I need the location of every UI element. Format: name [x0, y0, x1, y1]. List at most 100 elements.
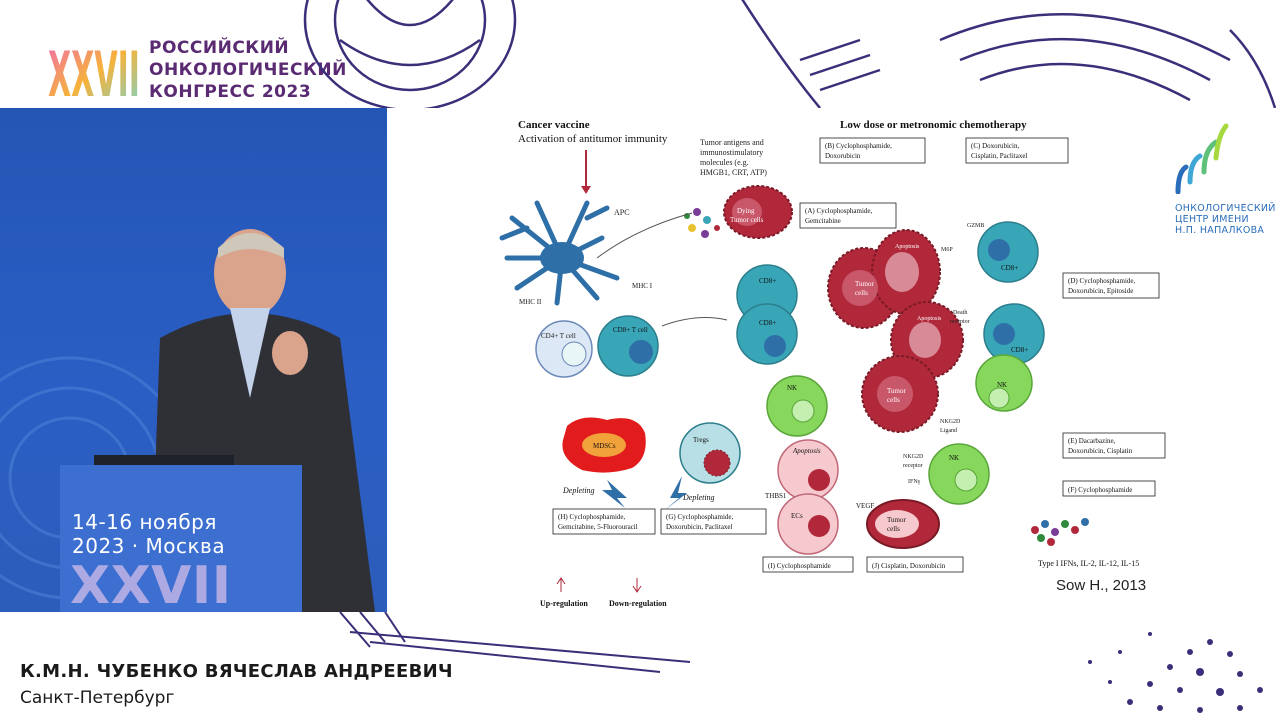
svg-text:APC: APC — [614, 208, 630, 217]
svg-text:Death: Death — [953, 310, 967, 316]
box-j — [866, 556, 964, 573]
cytokine-dots — [1031, 518, 1089, 546]
svg-text:cells: cells — [855, 289, 868, 297]
svg-text:Doxorubicin: Doxorubicin — [825, 152, 861, 160]
box-d — [1062, 272, 1160, 299]
speaker-video: 14-16 ноября 2023 · Москва XXVII — [0, 108, 387, 612]
apc-body — [540, 242, 584, 274]
svg-text:HMGB1, CRT, ATP): HMGB1, CRT, ATP) — [700, 168, 767, 177]
svg-text:Doxorubicin, Paclitaxel: Doxorubicin, Paclitaxel — [666, 523, 733, 531]
antigen-dots — [684, 208, 720, 238]
svg-text:NKG2D: NKG2D — [903, 454, 924, 460]
svg-text:NK: NK — [787, 384, 797, 392]
svg-text:CD8+: CD8+ — [759, 277, 776, 285]
chemotherapy-diagram: Cancer vaccine Activation of antitumor i… — [499, 119, 1166, 608]
stage-background — [0, 229, 375, 612]
svg-text:Tumor: Tumor — [887, 516, 906, 524]
svg-text:Tumor cells: Tumor cells — [730, 216, 764, 224]
svg-text:(A) Cyclophosphamide,: (A) Cyclophosphamide, — [805, 207, 873, 215]
left-title: Cancer vaccine — [518, 119, 590, 131]
stage-dates: 14-16 ноября — [72, 510, 217, 534]
svg-text:CD4+ T cell: CD4+ T cell — [541, 332, 576, 340]
svg-text:(I) Cyclophosphamide: (I) Cyclophosphamide — [768, 562, 831, 570]
legend-up: Up-regulation — [540, 599, 588, 608]
xxvii-logo: XXVII — [48, 38, 140, 102]
onco-line-2: ЦЕНТР ИМЕНИ — [1175, 214, 1249, 225]
svg-text:Apoptosis: Apoptosis — [895, 244, 920, 250]
svg-text:GZMB: GZMB — [967, 223, 984, 229]
svg-text:Doxorubicin, Cisplatin: Doxorubicin, Cisplatin — [1068, 447, 1133, 455]
svg-text:Gemcitabine, 5-Fluorouracil: Gemcitabine, 5-Fluorouracil — [558, 523, 638, 531]
box-i — [762, 556, 854, 573]
svg-text:cells: cells — [887, 525, 900, 533]
decorative-pattern-top — [303, 0, 1277, 108]
svg-text:Apoptosis: Apoptosis — [917, 316, 942, 322]
svg-text:(B) Cyclophosphamide,: (B) Cyclophosphamide, — [825, 142, 892, 150]
svg-text:Depleting: Depleting — [562, 486, 595, 495]
right-title: Low dose or metronomic chemotherapy — [840, 119, 1027, 131]
svg-text:Type I IFNs, IL-2, IL-12, IL-1: Type I IFNs, IL-2, IL-12, IL-15 — [1038, 559, 1139, 568]
svg-text:Dying: Dying — [737, 207, 755, 215]
svg-text:MHC I: MHC I — [632, 282, 653, 290]
decorative-pattern-bottom — [339, 612, 1263, 713]
svg-text:ECs: ECs — [791, 512, 803, 520]
box-e — [1062, 432, 1166, 459]
svg-text:(D) Cyclophosphamide,: (D) Cyclophosphamide, — [1068, 277, 1136, 285]
svg-text:NK: NK — [949, 454, 959, 462]
svg-text:(G) Cyclophosphamide,: (G) Cyclophosphamide, — [666, 513, 734, 521]
svg-text:(J) Cisplatin, Doxorubicin: (J) Cisplatin, Doxorubicin — [872, 562, 946, 570]
box-g — [660, 508, 767, 535]
onco-line-3: Н.П. НАПАЛКОВА — [1175, 225, 1265, 236]
svg-text:CD8+ T cell: CD8+ T cell — [613, 326, 648, 334]
svg-text:CD8+: CD8+ — [1011, 346, 1028, 354]
svg-text:(F) Cyclophosphamide: (F) Cyclophosphamide — [1068, 486, 1132, 494]
svg-text:Ligand: Ligand — [940, 428, 957, 434]
svg-text:receptor: receptor — [903, 463, 923, 469]
congress-line-1: РОССИЙСКИЙ — [149, 38, 290, 58]
svg-text:CD8+: CD8+ — [1001, 264, 1018, 272]
congress-line-3: КОНГРЕСС 2023 — [149, 82, 312, 102]
onco-center-logo — [1175, 123, 1229, 194]
legend-down: Down-regulation — [609, 599, 667, 608]
svg-text:Apoptosis: Apoptosis — [792, 447, 821, 455]
svg-text:MDSCs: MDSCs — [593, 442, 616, 450]
svg-text:MHC II: MHC II — [519, 298, 542, 306]
box-a — [799, 202, 897, 229]
svg-text:Doxorubicin, Epitoside: Doxorubicin, Epitoside — [1068, 287, 1133, 295]
svg-text:Tumor antigens and: Tumor antigens and — [700, 138, 764, 147]
speaker-name: К.М.Н. ЧУБЕНКО ВЯЧЕСЛАВ АНДРЕЕВИЧ — [20, 661, 453, 682]
box-f — [1062, 480, 1156, 497]
svg-text:Tumor: Tumor — [855, 280, 874, 288]
box-h — [552, 508, 656, 535]
svg-text:Depleting: Depleting — [682, 493, 715, 502]
svg-text:CD8+: CD8+ — [759, 319, 776, 327]
svg-text:IFNγ: IFNγ — [908, 479, 921, 485]
svg-text:M6P: M6P — [941, 247, 953, 253]
svg-text:(C) Doxorubicin,: (C) Doxorubicin, — [971, 142, 1019, 150]
podium — [60, 465, 302, 612]
svg-text:THBS1: THBS1 — [765, 492, 787, 500]
svg-text:VEGF: VEGF — [856, 502, 874, 510]
ecs-cell — [777, 493, 839, 555]
svg-text:molecules (e.g.: molecules (e.g. — [700, 158, 749, 167]
stage-logo: XXVII — [70, 556, 232, 612]
svg-text:(E) Dacarbazine,: (E) Dacarbazine, — [1068, 437, 1116, 445]
box-c — [965, 137, 1069, 164]
left-subtitle: Activation of antitumor immunity — [518, 133, 668, 145]
citation: Sow H., 2013 — [1056, 577, 1147, 594]
svg-text:Tumor: Tumor — [887, 387, 906, 395]
congress-line-2: ОНКОЛОГИЧЕСКИЙ — [149, 60, 347, 80]
cd8-cell-2 — [736, 303, 798, 365]
svg-text:cells: cells — [887, 396, 900, 404]
svg-text:NK: NK — [997, 381, 1007, 389]
onco-line-1: ОНКОЛОГИЧЕСКИЙ — [1175, 203, 1276, 214]
svg-text:NKG2D: NKG2D — [940, 419, 961, 425]
svg-text:XXVII: XXVII — [48, 38, 140, 102]
svg-text:receptor: receptor — [950, 319, 970, 325]
svg-text:Cisplatin, Paclitaxel: Cisplatin, Paclitaxel — [971, 152, 1027, 160]
speaker-city: Санкт-Петербург — [20, 688, 175, 708]
svg-text:Tregs: Tregs — [693, 436, 709, 444]
svg-text:immunostimulatory: immunostimulatory — [700, 148, 763, 157]
stage-city: 2023 · Москва — [72, 534, 226, 558]
svg-text:(H) Cyclophosphamide,: (H) Cyclophosphamide, — [558, 513, 626, 521]
